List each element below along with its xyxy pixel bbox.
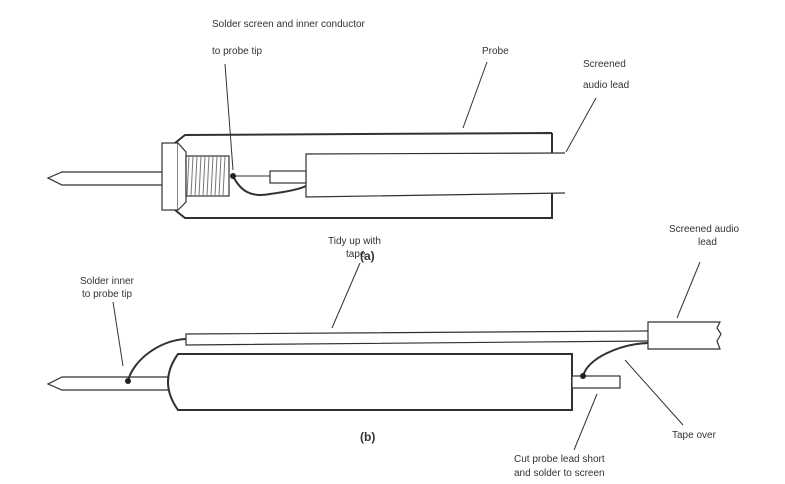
label-solder-a-2: to probe tip [212,46,262,57]
leader-tidy-b [331,262,361,329]
probe-needle-b [46,376,168,391]
label-solder-b-2: to probe tip [82,289,132,300]
leader-lead-a [565,97,597,153]
label-lead-a-2: audio lead [583,80,629,91]
leader-cut [573,393,598,451]
screen-wire-a [232,175,307,196]
caption-b: (b) [360,430,375,444]
label-cut-2: and solder to screen [514,468,605,479]
probe-body-b [167,353,573,411]
inner-conductor-a [269,170,307,184]
label-solder-a-1: Solder screen and inner conductor [212,19,366,30]
probe-cap-a [161,142,179,211]
label-probe-a: Probe [482,46,509,57]
leader-tape-over [624,359,684,426]
audio-cable-a [305,152,566,198]
leader-probe-a [462,61,488,129]
caption-a: (a) [360,249,375,263]
label-tape-over: Tape over [672,430,717,441]
thread-coil-icon [185,155,230,197]
label-tidy-2: tape [346,249,366,260]
probe-needle-a [46,171,162,186]
leader-lead-b [676,261,701,319]
label-tidy-1: Tidy up with [328,236,381,247]
leader-solder-a [224,63,234,171]
solder-joint-screen-b [580,373,586,379]
audio-lead-end [647,321,722,350]
label-lead-b-2: lead [698,237,717,248]
solder-joint-a [230,173,236,179]
label-lead-b-1: Screened audio [669,224,739,235]
label-lead-a-1: Screened [583,59,626,70]
solder-joint-tip-b [125,378,131,384]
screen-wire-b [582,342,649,377]
leader-solder-b [112,301,124,367]
figure-b: Solder inner to probe tip Tidy up with t… [46,224,739,479]
taped-cable-b [185,330,649,346]
inner-wire-b [127,338,187,382]
probe-lead-stub [571,375,621,389]
label-solder-b-1: Solder inner [80,276,135,287]
cap-flange [177,142,187,211]
label-cut-1: Cut probe lead short [514,454,605,465]
figure-a: Solder screen and inner conductor to pro… [46,19,629,263]
